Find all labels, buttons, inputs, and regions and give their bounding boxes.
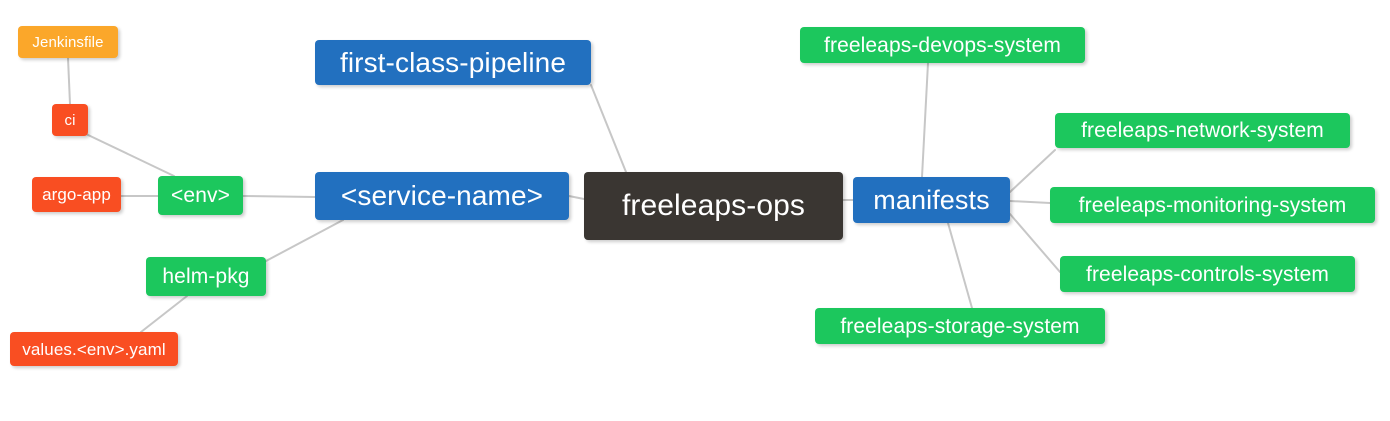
node-label-jenkinsfile: Jenkinsfile: [32, 33, 104, 51]
node-freeleaps-monitoring-system[interactable]: freeleaps-monitoring-system: [1050, 187, 1375, 223]
node-label-env: <env>: [171, 184, 230, 207]
edge-manifests-to-monitoring_system: [1009, 200, 1051, 204]
node-label-values-yaml: values.<env>.yaml: [22, 339, 166, 359]
node-label-controls-system: freeleaps-controls-system: [1086, 262, 1329, 286]
edge-service_name-to-root: [568, 195, 585, 200]
edge-env-to-service_name: [242, 195, 316, 198]
node-helm-pkg[interactable]: helm-pkg: [146, 257, 266, 296]
edge-ci-to-env: [85, 133, 175, 177]
node-freeleaps-storage-system[interactable]: freeleaps-storage-system: [815, 308, 1105, 344]
node-label-helm-pkg: helm-pkg: [162, 265, 250, 288]
node-freeleaps-ops-root[interactable]: freeleaps-ops: [584, 172, 843, 240]
node-env[interactable]: <env>: [158, 176, 243, 215]
node-label-storage-system: freeleaps-storage-system: [840, 314, 1080, 338]
node-label-freeleaps-ops: freeleaps-ops: [621, 189, 806, 222]
node-argo-app[interactable]: argo-app: [32, 177, 121, 212]
node-first-class-pipeline[interactable]: first-class-pipeline: [315, 40, 591, 85]
node-freeleaps-devops-system[interactable]: freeleaps-devops-system: [800, 27, 1085, 63]
edge-values_yaml-to-helm_pkg: [140, 295, 188, 333]
node-label-network-system: freeleaps-network-system: [1081, 119, 1324, 142]
node-label-monitoring-system: freeleaps-monitoring-system: [1078, 193, 1347, 217]
node-label-argo-app: argo-app: [42, 185, 111, 204]
node-values-yaml[interactable]: values.<env>.yaml: [10, 332, 178, 366]
node-freeleaps-network-system[interactable]: freeleaps-network-system: [1055, 113, 1350, 148]
node-jenkinsfile[interactable]: Jenkinsfile: [18, 26, 118, 58]
edge-manifests-to-network_system: [1009, 149, 1056, 193]
node-freeleaps-controls-system[interactable]: freeleaps-controls-system: [1060, 256, 1355, 292]
edge-manifests-to-storage_system: [947, 222, 973, 309]
node-manifests[interactable]: manifests: [853, 177, 1010, 223]
node-ci[interactable]: ci: [52, 104, 88, 136]
node-label-ci: ci: [64, 111, 76, 129]
node-label-devops-system: freeleaps-devops-system: [824, 33, 1061, 57]
edge-helm_pkg-to-service_name: [265, 219, 344, 262]
node-label-first-class-pipeline: first-class-pipeline: [339, 46, 567, 78]
edge-manifests-to-devops_system: [921, 62, 929, 178]
node-label-service-name: <service-name>: [340, 180, 544, 211]
node-label-manifests: manifests: [873, 184, 990, 215]
edge-first_class_pipeline-to-root: [590, 84, 627, 173]
edge-jenkinsfile-to-ci: [67, 57, 71, 105]
node-service-name[interactable]: <service-name>: [315, 172, 569, 220]
